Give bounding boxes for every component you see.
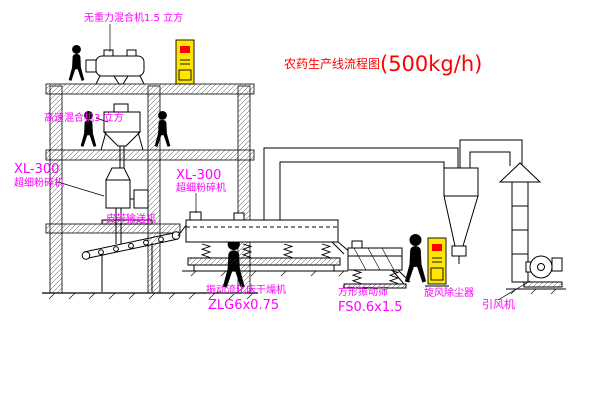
leader-lines bbox=[57, 24, 531, 301]
fan-motor bbox=[551, 257, 563, 272]
label-mill-right-name: 超细粉碎机 bbox=[176, 181, 226, 194]
label-sieve-model: FS0.6x1.5 bbox=[338, 300, 403, 315]
rain-cap bbox=[498, 162, 542, 183]
building-floor-slab bbox=[45, 149, 255, 161]
label-sieve-name: 方形振动筛 bbox=[338, 285, 388, 298]
label-gravity-mixer: 无重力混合机1.5 立方 bbox=[84, 11, 183, 24]
annotations: 无重力混合机1.5 立方 农药生产线流程图 (500kg/h) 高速混合机3 立… bbox=[14, 11, 515, 315]
control-cabinet bbox=[175, 39, 195, 85]
building-column bbox=[147, 85, 161, 294]
label-belt-conveyor: 皮带输送机 bbox=[106, 212, 156, 225]
high-speed-mixer bbox=[100, 103, 144, 168]
gravity-mixer bbox=[85, 49, 145, 85]
label-dryer-name: 振动流化床干燥机 bbox=[206, 283, 286, 296]
exhaust-duct bbox=[263, 139, 523, 220]
indicator-light bbox=[180, 46, 190, 53]
mixer-motor bbox=[85, 59, 97, 73]
chimney-stack bbox=[498, 162, 542, 283]
building-roof-slab bbox=[45, 83, 255, 95]
label-fan: 引风机 bbox=[482, 297, 515, 311]
label-dryer-model: ZLG6x0.75 bbox=[208, 298, 279, 313]
diagram-title: 农药生产线流程图 bbox=[284, 56, 380, 71]
fluid-bed-dryer bbox=[182, 211, 351, 277]
label-mill-left-model: XL-300 bbox=[14, 162, 59, 177]
mixer-motor bbox=[113, 103, 129, 113]
label-mill-right-model: XL-300 bbox=[176, 168, 221, 183]
cyclone-separator bbox=[443, 167, 479, 264]
rotary-valve bbox=[451, 245, 467, 257]
vibrating-sieve bbox=[343, 240, 411, 289]
label-cyclone: 旋风除尘器 bbox=[424, 286, 474, 299]
ground-hatch bbox=[48, 292, 254, 300]
indicator-light bbox=[432, 244, 442, 251]
label-high-speed-mixer: 高速混合机3 立方 bbox=[44, 111, 124, 124]
belt-conveyor bbox=[81, 219, 191, 292]
pulverizer-motor bbox=[133, 189, 149, 209]
control-cabinet bbox=[425, 237, 449, 287]
pulverizer bbox=[101, 167, 153, 244]
diagram-capacity: (500kg/h) bbox=[380, 52, 482, 76]
building-floor-slab bbox=[45, 223, 181, 234]
label-mill-left-name: 超细粉碎机 bbox=[14, 176, 64, 189]
